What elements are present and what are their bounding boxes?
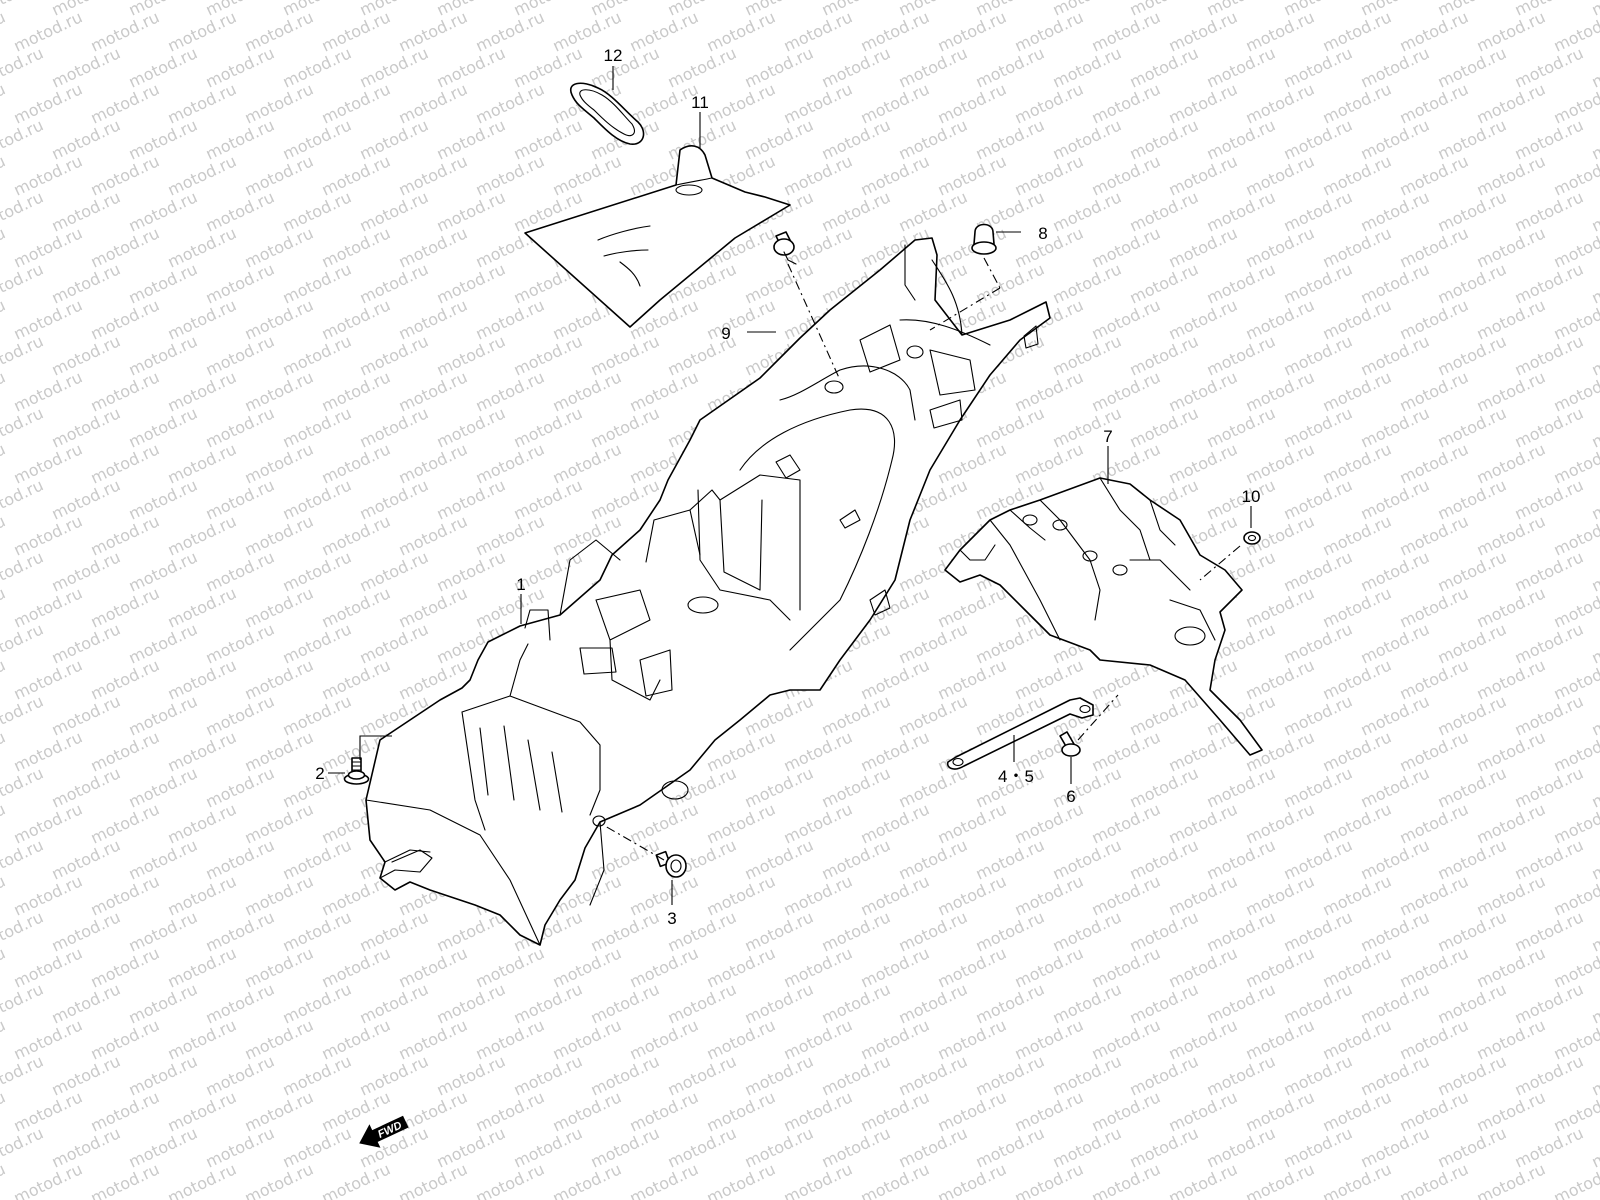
callout-1: 1 bbox=[516, 575, 525, 594]
callout-3: 3 bbox=[667, 909, 676, 928]
fwd-direction-indicator: FWD bbox=[359, 1115, 409, 1148]
callout-9: 9 bbox=[721, 324, 730, 343]
callout-10: 10 bbox=[1242, 487, 1261, 506]
part-9-bolt bbox=[773, 231, 797, 265]
part-12-rubber-band bbox=[569, 82, 645, 145]
callout-2: 2 bbox=[315, 764, 324, 783]
part-8-grommet bbox=[971, 223, 997, 255]
callout-12: 12 bbox=[604, 46, 623, 65]
part-4-5-stay bbox=[946, 697, 1094, 770]
part-6-screw bbox=[1059, 731, 1081, 757]
arrow-left-icon bbox=[359, 1115, 409, 1148]
part-3-screw bbox=[655, 850, 687, 878]
part-10-washer bbox=[1243, 531, 1261, 545]
part-2-bolt bbox=[343, 757, 370, 785]
installation-lines bbox=[604, 257, 1241, 861]
part-7-license-plate-bracket bbox=[944, 477, 1263, 756]
callout-8: 8 bbox=[1038, 224, 1047, 243]
part-11-tool-bag bbox=[524, 145, 791, 328]
part-1-rear-fender bbox=[365, 237, 1051, 946]
callouts: 12 11 9 8 1 7 10 2 3 4・5 6 bbox=[315, 46, 1260, 928]
callout-11: 11 bbox=[691, 93, 709, 112]
fwd-label: FWD bbox=[376, 1119, 404, 1140]
callout-4-5: 4・5 bbox=[998, 767, 1034, 786]
callout-6: 6 bbox=[1066, 787, 1075, 806]
callout-7: 7 bbox=[1103, 427, 1112, 446]
leader-lines bbox=[328, 66, 1252, 905]
